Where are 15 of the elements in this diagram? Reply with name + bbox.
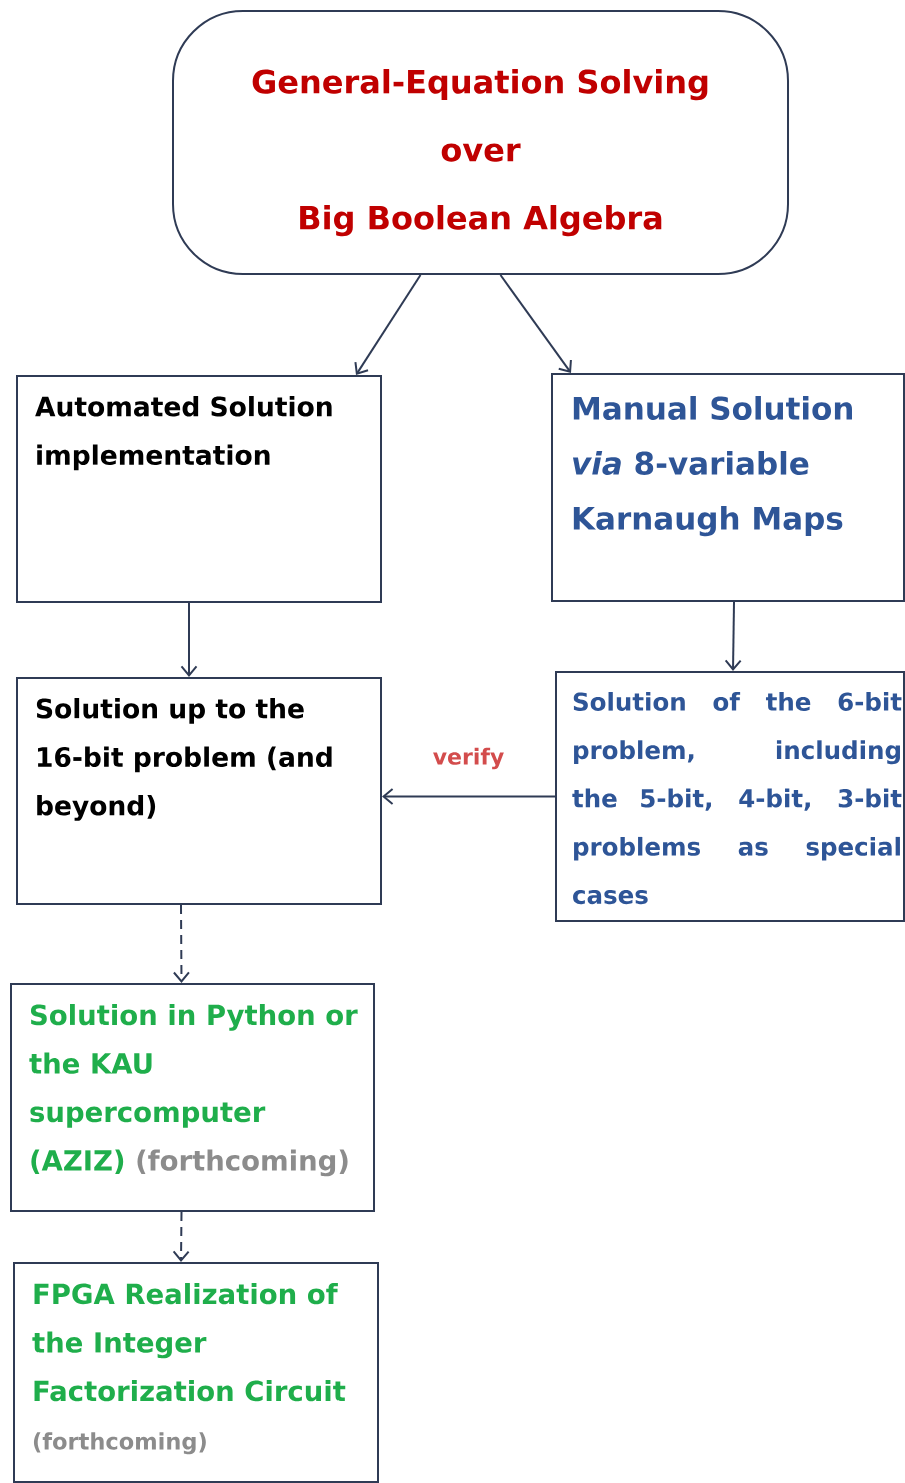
arrow bbox=[382, 788, 556, 805]
process-box: Automated Solution implementation bbox=[16, 375, 382, 603]
arrow bbox=[724, 601, 742, 671]
edge-label: verify bbox=[430, 745, 507, 772]
arrow bbox=[354, 274, 422, 375]
arrow bbox=[499, 274, 572, 373]
process-box: Manual Solution via 8-variable Karnaugh Maps bbox=[551, 373, 905, 602]
process-box: Solution up to the 16-bit problem (and beyond) bbox=[16, 677, 382, 905]
dashed-arrow bbox=[172, 904, 190, 983]
arrow bbox=[180, 602, 198, 677]
rounded-box: General-Equation Solving over Big Boolean Algebra bbox=[172, 10, 789, 275]
process-box: Solution of the 6-bit problem, including the 5-bit, 4-bit, 3-bit problems as special cases bbox=[555, 671, 905, 922]
dashed-arrow bbox=[172, 1211, 190, 1262]
process-box: Solution in Python or the KAU supercomputer (AZIZ) (forthcoming) bbox=[10, 983, 375, 1212]
process-box: FPGA Realization of the Integer Factorization Circuit (forthcoming) bbox=[13, 1262, 379, 1483]
